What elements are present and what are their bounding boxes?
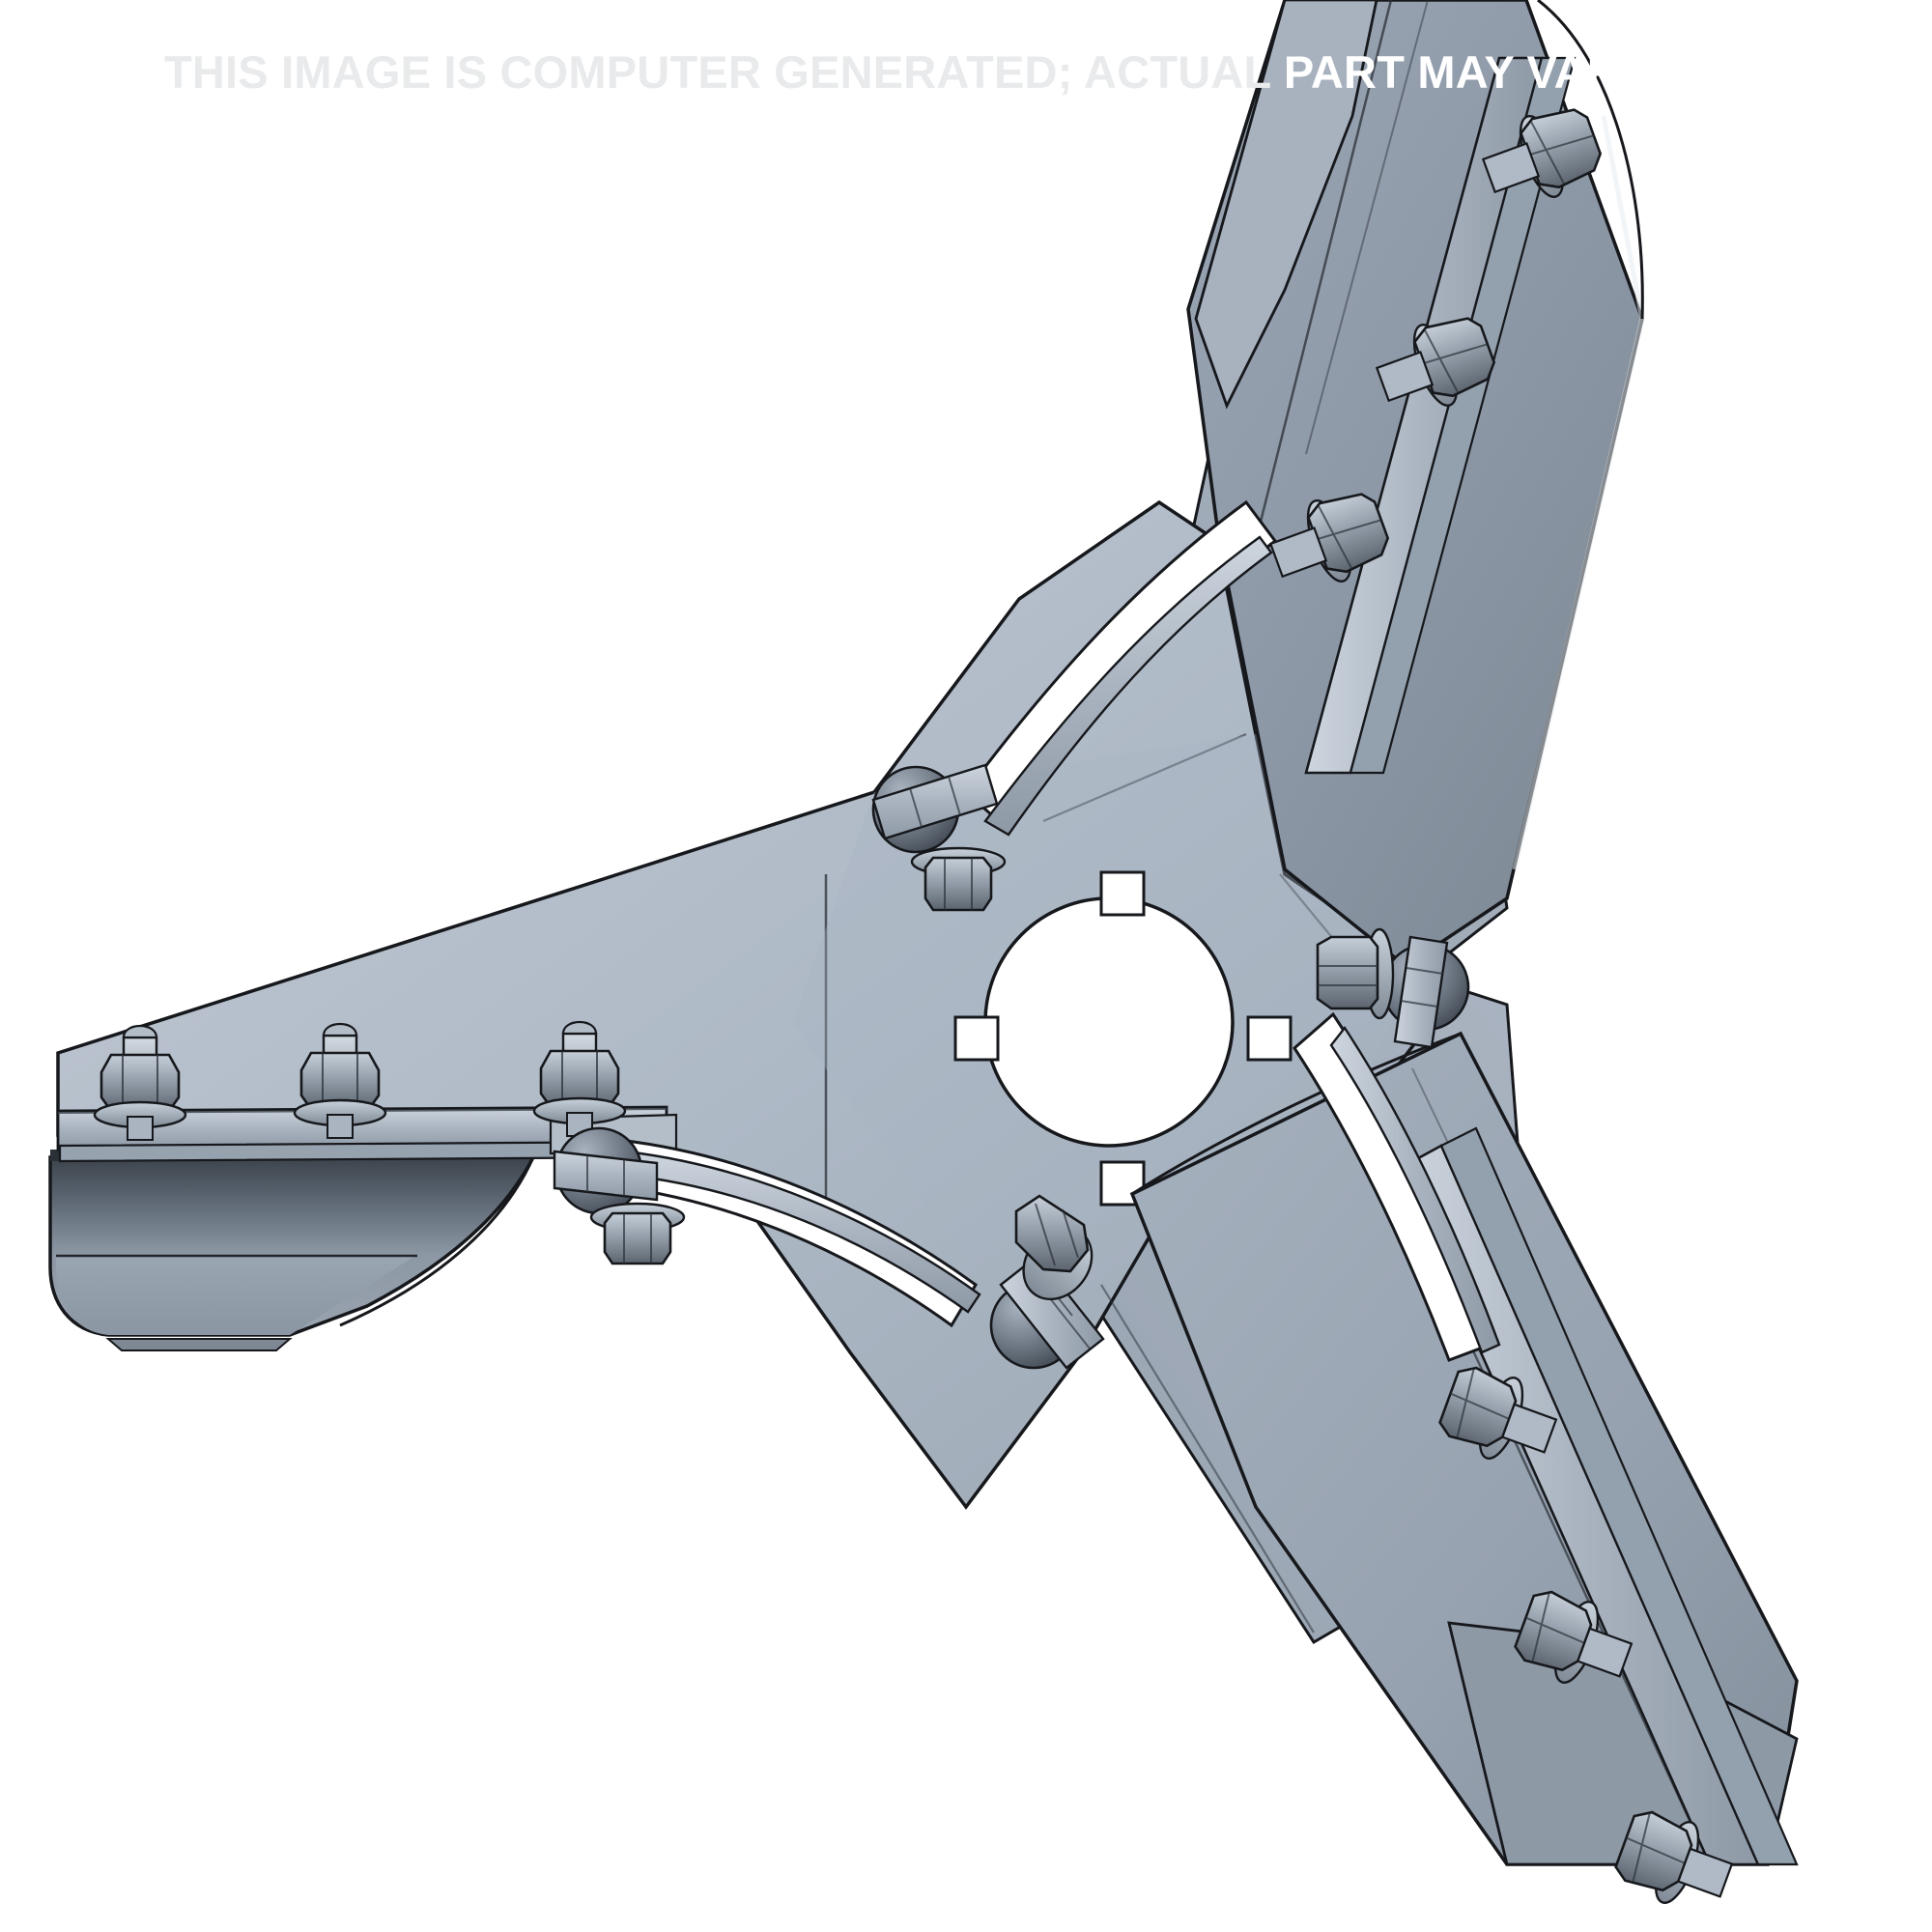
arm-upper-right-rib-band [983, 535, 1273, 837]
hex-nut-facet [944, 858, 973, 910]
hex-nut-facet [1450, 1369, 1510, 1437]
bolt-lower-arm-1 [1438, 1366, 1558, 1460]
bolt-shank [1676, 1847, 1734, 1898]
arm-lower-right-rib-band [1329, 1025, 1501, 1354]
square-hole-right [1246, 1015, 1293, 1062]
collar-facet [586, 1155, 625, 1196]
square-hole-top [1099, 870, 1146, 917]
collar-facet [1400, 967, 1444, 1008]
center-bore-hole [983, 896, 1235, 1148]
bolt-shank [1375, 351, 1435, 403]
bolt-shank [1268, 526, 1328, 579]
hex-nut-facet [561, 1051, 598, 1107]
bolt-left-arm-2 [293, 1023, 387, 1139]
blade-upper-right-flare [1194, 0, 1378, 410]
bolt-hinge-upper [871, 763, 1007, 912]
hex-nut-facet [623, 1213, 652, 1264]
hex-nut [1519, 108, 1603, 189]
blade-left-bottom-rim [105, 1338, 293, 1351]
bolt-hinge-left [553, 1126, 686, 1265]
bolt-lower-arm-3 [1614, 1810, 1734, 1904]
hex-nut-facet [1525, 1593, 1585, 1662]
hex-nut [1306, 493, 1390, 574]
bolt-upper-arm-1 [1268, 493, 1390, 582]
hex-nut-facet [322, 1053, 358, 1109]
hex-nut-facet [1035, 1203, 1079, 1266]
arm-lower-right-rib [1293, 1011, 1501, 1362]
hex-nut-facet [1318, 965, 1378, 986]
blade-upper-right-clamp-strip-2 [1349, 56, 1577, 775]
blade-left-trailing-edge [339, 1156, 535, 1327]
bolt-upper-arm-2 [1375, 317, 1496, 407]
bolt-head-dome [322, 1023, 358, 1037]
bolt-upper-arm-3 [1481, 108, 1603, 198]
fasteners-group [93, 108, 1734, 1904]
hex-nut-facet [1529, 121, 1595, 185]
hex-nut-facet [1626, 1813, 1686, 1882]
facet-line-hub-upper [1042, 732, 1247, 823]
clamp-collar [871, 763, 999, 840]
clamp-collar [1393, 935, 1449, 1049]
bolt-left-arm-3 [532, 1021, 627, 1137]
hex-nut-facet [1317, 505, 1382, 569]
blade-upper-right [1186, 0, 1645, 969]
clamp-collar [553, 1150, 659, 1202]
blade-upper-right-crease-2 [1305, 0, 1429, 455]
hub-holes-group [953, 870, 1293, 1207]
hex-nut [99, 1053, 181, 1113]
bolt-left-arm-1 [93, 1025, 187, 1141]
bolt-shank [1500, 1403, 1558, 1454]
bolt-hinge-right [1316, 927, 1470, 1049]
blade-lower-right-corner [1131, 1032, 1462, 1196]
collar-facet [909, 776, 961, 828]
bolt-shank [1576, 1627, 1634, 1678]
blade-lower-right [1129, 1031, 1799, 1866]
blade-left [48, 1150, 536, 1351]
facet-line-lower-arm [1100, 1284, 1315, 1634]
blade-upper-right-crease-1 [1254, 0, 1393, 542]
hex-nut [603, 1211, 672, 1265]
hex-nut [923, 856, 993, 912]
square-hole-left [953, 1015, 1000, 1062]
blade-lower-right-clamp-strip-2 [1439, 1126, 1799, 1866]
bolt-thread-stub [127, 1116, 154, 1141]
bolt-shank [1481, 142, 1541, 194]
bolt-lower-arm-2 [1514, 1590, 1634, 1684]
bolt-head-dome [122, 1025, 158, 1039]
bolt-head-dome [561, 1021, 598, 1036]
hex-nut-facet [1423, 329, 1489, 393]
bolt-hinge-lower [989, 1194, 1105, 1370]
arm-left-mount-bar [56, 1105, 981, 1328]
bolt-thread-stub [327, 1114, 354, 1139]
blade-upper-right-corner [1537, 0, 1644, 320]
hex-nut [1014, 1194, 1090, 1273]
arm-upper-right-rib [963, 499, 1278, 837]
hex-nut [1412, 317, 1496, 398]
hex-nut [299, 1051, 381, 1111]
arm-left-rib-band [622, 1150, 981, 1314]
hex-nut [1316, 935, 1379, 1010]
blade-left-lower-band [56, 1256, 415, 1335]
hex-nut [539, 1049, 620, 1109]
hex-nut-facet [122, 1055, 158, 1111]
